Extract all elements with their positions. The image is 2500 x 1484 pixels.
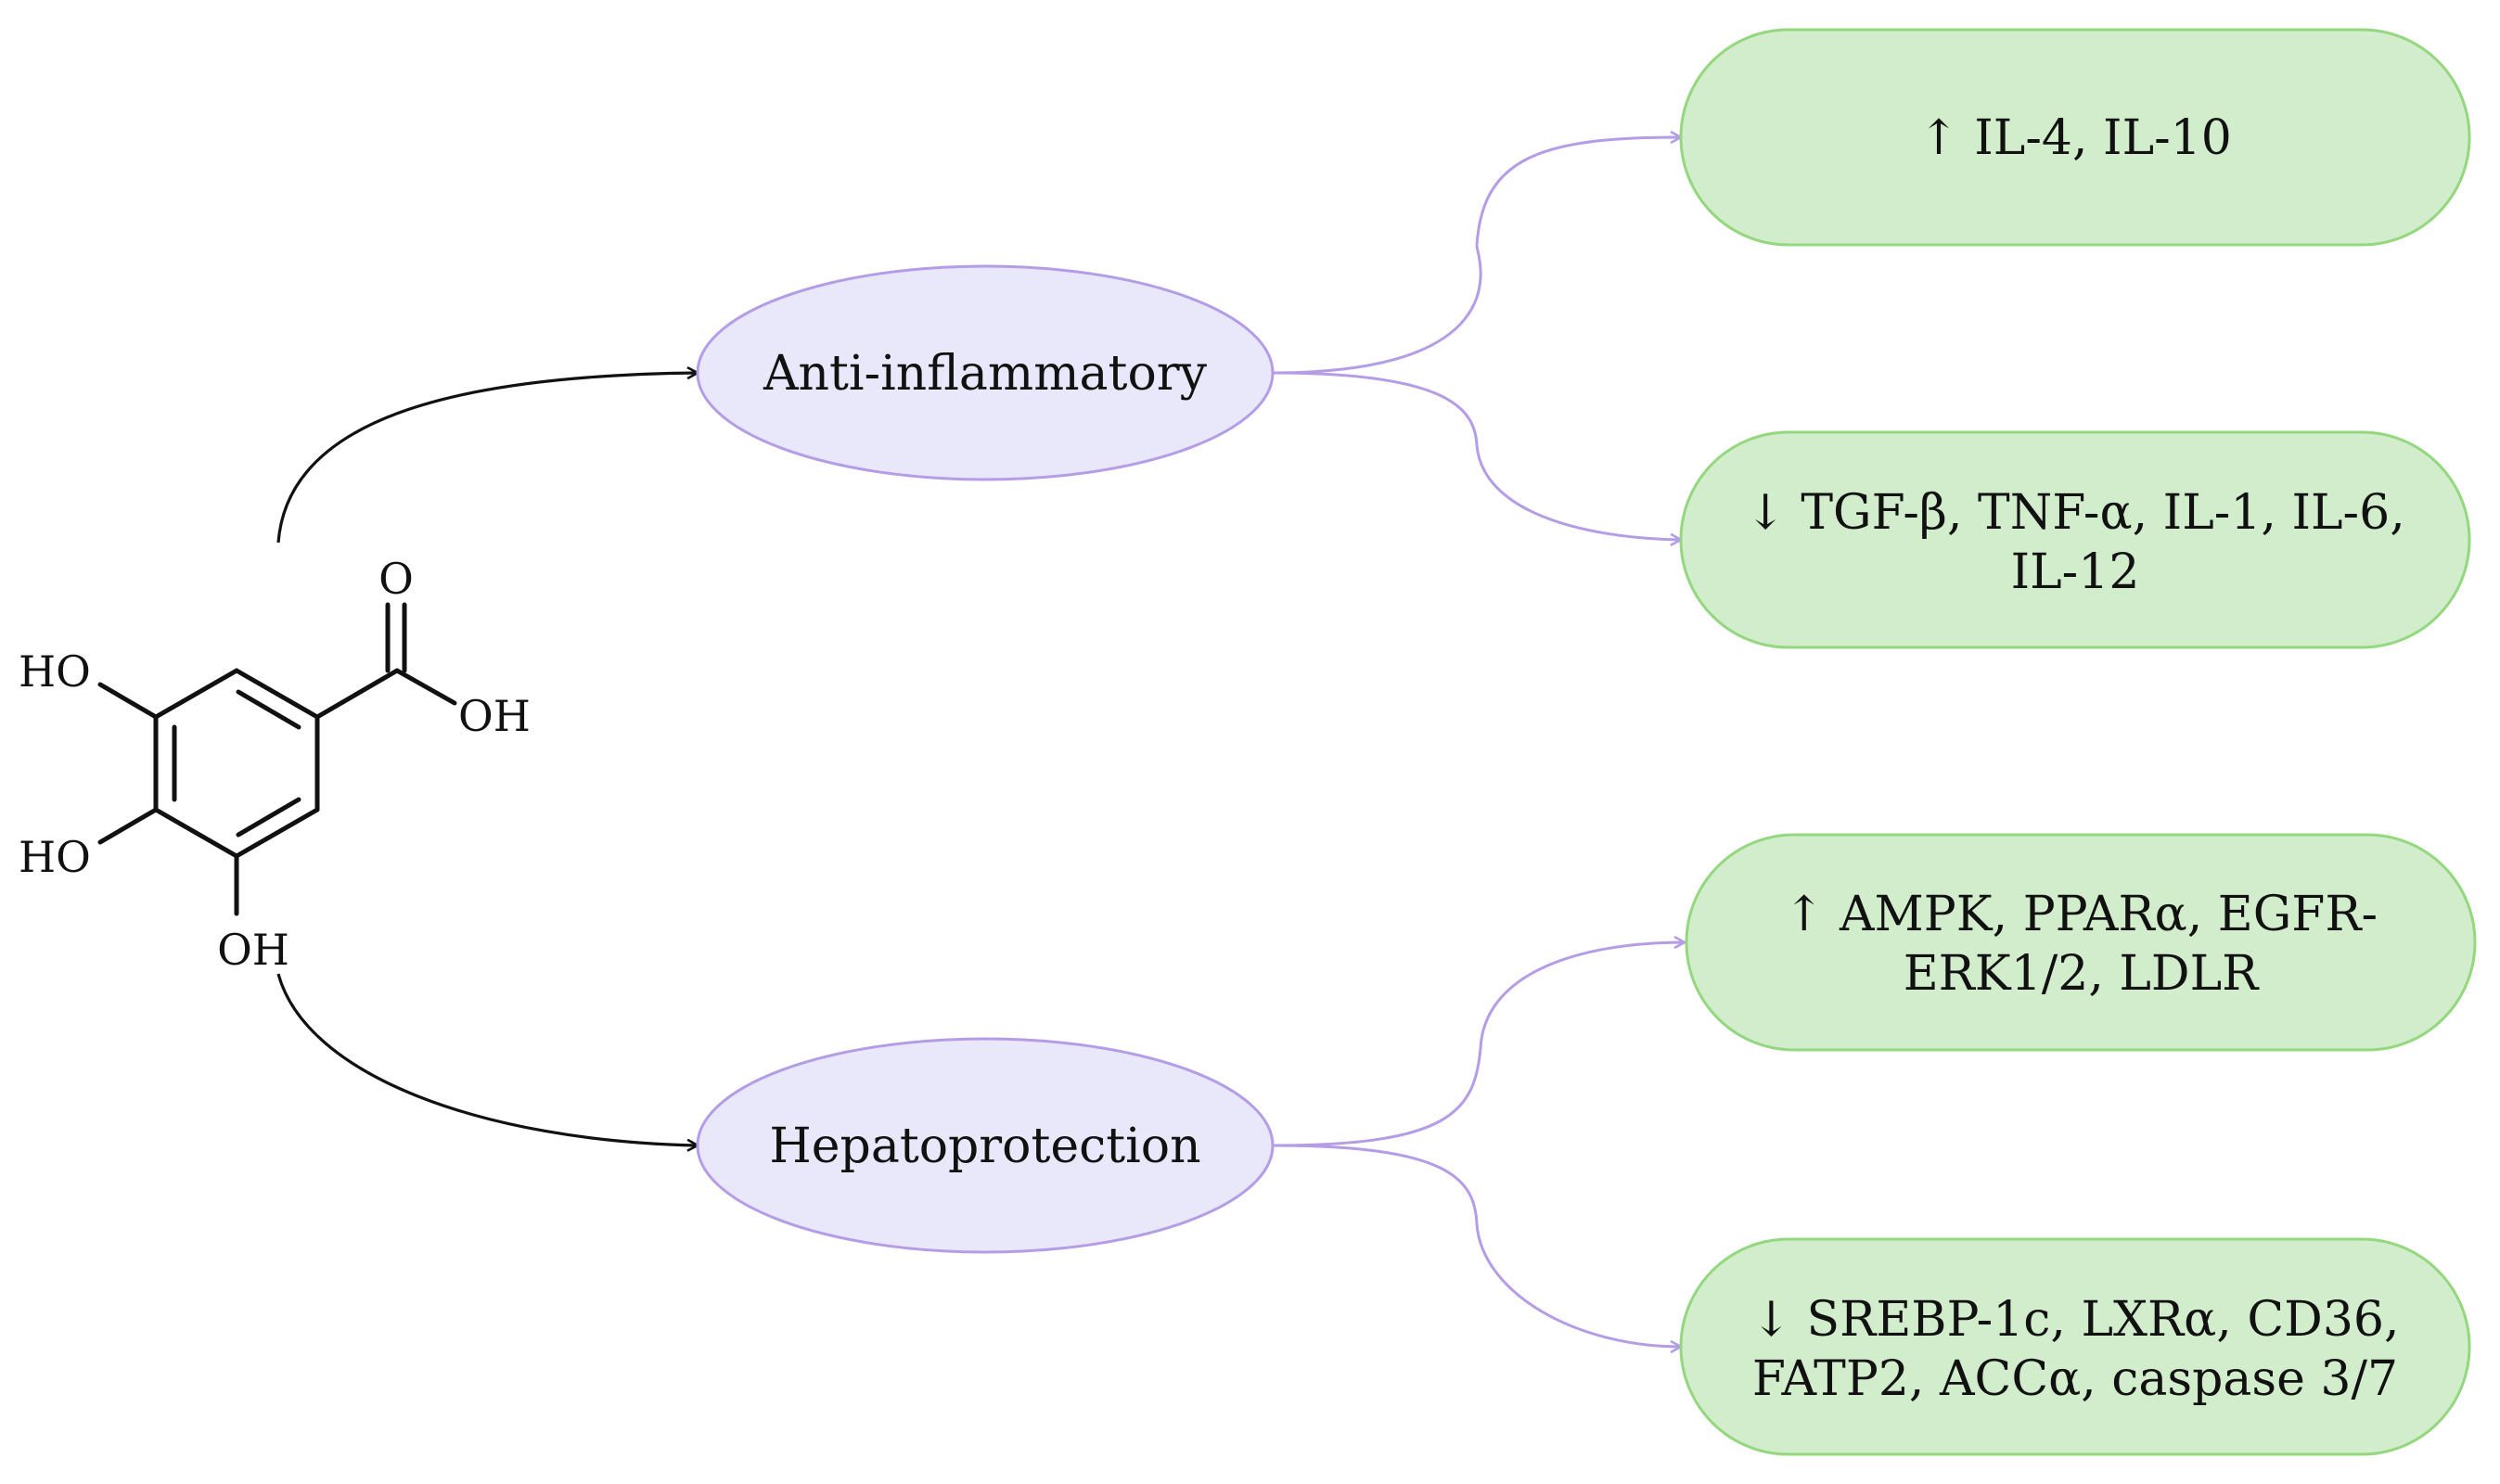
arrow-anti-inflammatory-to-outcome-1 bbox=[1272, 137, 1681, 375]
effect-ellipse bbox=[696, 1037, 1275, 1254]
arrow-to-anti-inflammatory bbox=[276, 373, 698, 544]
bottom-hydroxyl-label: OH bbox=[217, 925, 289, 975]
outcome-pill bbox=[1679, 28, 2471, 247]
outcome-pill bbox=[1679, 1237, 2471, 1456]
outcome-line: ERK1/2, LDLR bbox=[1904, 946, 2260, 1002]
outcome-pill bbox=[1685, 833, 2477, 1052]
acid-hydroxyl-label: OH bbox=[458, 691, 531, 741]
outcome-line: ↓ SREBP-1c, LXRα, CD36, bbox=[1750, 1292, 2399, 1348]
outcome-node-hepatoprotection-up: ↑ AMPK, PPARα, EGFR- ERK1/2, LDLR bbox=[1685, 833, 2477, 1052]
effect-label-anti-inflammatory: Anti-inflammatory bbox=[763, 346, 1208, 402]
middle-hydroxyl-label: HO bbox=[19, 832, 91, 882]
outcome-line: ↑ AMPK, PPARα, EGFR- bbox=[1784, 887, 2378, 942]
arrow-hepatoprotection-to-outcome-2 bbox=[1272, 1144, 1681, 1347]
gallic-acid-structure bbox=[97, 602, 457, 916]
effect-label-hepatoprotection: Hepatoprotection bbox=[769, 1119, 1200, 1174]
outcome-line: ↑ IL-4, IL-10 bbox=[1918, 110, 2232, 166]
outcome-node-anti-inflammatory-up: ↑ IL-4, IL-10 bbox=[1679, 28, 2471, 247]
carbonyl-oxygen-label: O bbox=[378, 554, 414, 604]
outcome-line: FATP2, ACCα, caspase 3/7 bbox=[1752, 1351, 2398, 1407]
outcome-line: ↓ TGF-β, TNF-α, IL-1, IL-6, bbox=[1745, 485, 2404, 541]
arrow-hepatoprotection-to-outcome-1 bbox=[1272, 942, 1685, 1147]
effect-ellipse bbox=[696, 264, 1275, 481]
outcome-node-anti-inflammatory-down: ↓ TGF-β, TNF-α, IL-1, IL-6, IL-12 bbox=[1679, 430, 2471, 649]
top-hydroxyl-label: HO bbox=[19, 646, 91, 697]
outcome-pill bbox=[1679, 430, 2471, 649]
effect-node-anti-inflammatory: Anti-inflammatory bbox=[696, 264, 1275, 481]
effect-node-hepatoprotection: Hepatoprotection bbox=[696, 1037, 1275, 1254]
outcome-node-hepatoprotection-down: ↓ SREBP-1c, LXRα, CD36, FATP2, ACCα, cas… bbox=[1679, 1237, 2471, 1456]
arrow-to-hepatoprotection bbox=[276, 973, 698, 1145]
outcome-line: IL-12 bbox=[2011, 544, 2140, 600]
arrow-anti-inflammatory-to-outcome-2 bbox=[1272, 371, 1681, 540]
